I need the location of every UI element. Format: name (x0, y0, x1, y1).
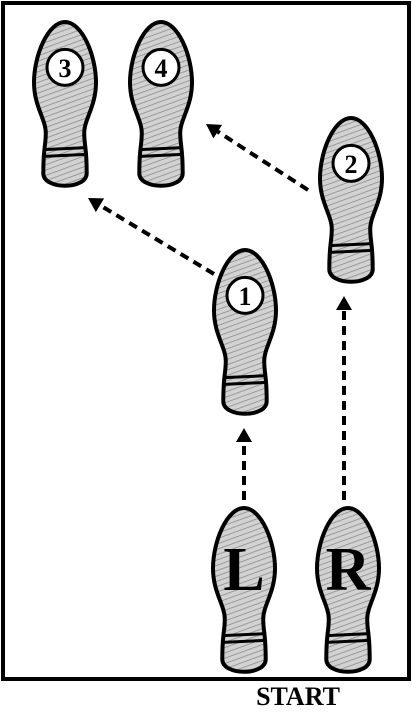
heel-band-line (139, 152, 183, 158)
step-arrows (88, 124, 352, 500)
arrow-R-to-2 (336, 296, 352, 500)
sole-shape (127, 19, 195, 188)
diagram-frame (1, 1, 411, 681)
step-2-footprint: 2 (317, 115, 385, 284)
arrow-shaft (98, 203, 216, 276)
heel-band-line (329, 242, 373, 248)
arrow-1-to-3 (88, 198, 216, 276)
heel-band-line (329, 248, 373, 254)
foot-letter-right: R (326, 536, 372, 604)
arrow-head (336, 296, 352, 310)
arrow-shaft (216, 129, 310, 192)
step-number-3: 3 (59, 54, 72, 83)
step-1-footprint: 1 (211, 247, 279, 416)
heel-band-line (223, 380, 267, 386)
sole-shape (211, 247, 279, 416)
heel-band-line (43, 152, 87, 158)
start-label: START (256, 682, 340, 711)
arrow-head (236, 428, 252, 442)
heel-band-line (223, 374, 267, 380)
step-number-circle (225, 275, 265, 315)
step-4-footprint: 4 (127, 19, 195, 188)
step-number-circle (331, 143, 371, 183)
start-foot-right: R (314, 505, 382, 674)
heel-band-line (326, 632, 370, 638)
arrow-head (206, 124, 223, 139)
step-number-4: 4 (155, 54, 168, 83)
heel-band-line (139, 146, 183, 152)
heel-band-line (43, 146, 87, 152)
sole-shape (31, 19, 99, 188)
foot-letter-left: L (223, 536, 264, 604)
sole-shape (210, 505, 278, 674)
arrow-2-to-4 (206, 124, 310, 192)
start-foot-left: L (210, 505, 278, 674)
heel-band-line (222, 638, 266, 644)
heel-band-line (222, 632, 266, 638)
step-number-circle (45, 47, 85, 87)
sole-shape (314, 505, 382, 674)
sole-shape (317, 115, 385, 284)
heel-band-line (326, 638, 370, 644)
arrow-head (88, 198, 105, 213)
arrow-L-to-1 (236, 428, 252, 500)
step-number-circle (141, 47, 181, 87)
step-number-2: 2 (345, 150, 358, 179)
step-3-footprint: 3 (31, 19, 99, 188)
step-number-1: 1 (239, 282, 252, 311)
